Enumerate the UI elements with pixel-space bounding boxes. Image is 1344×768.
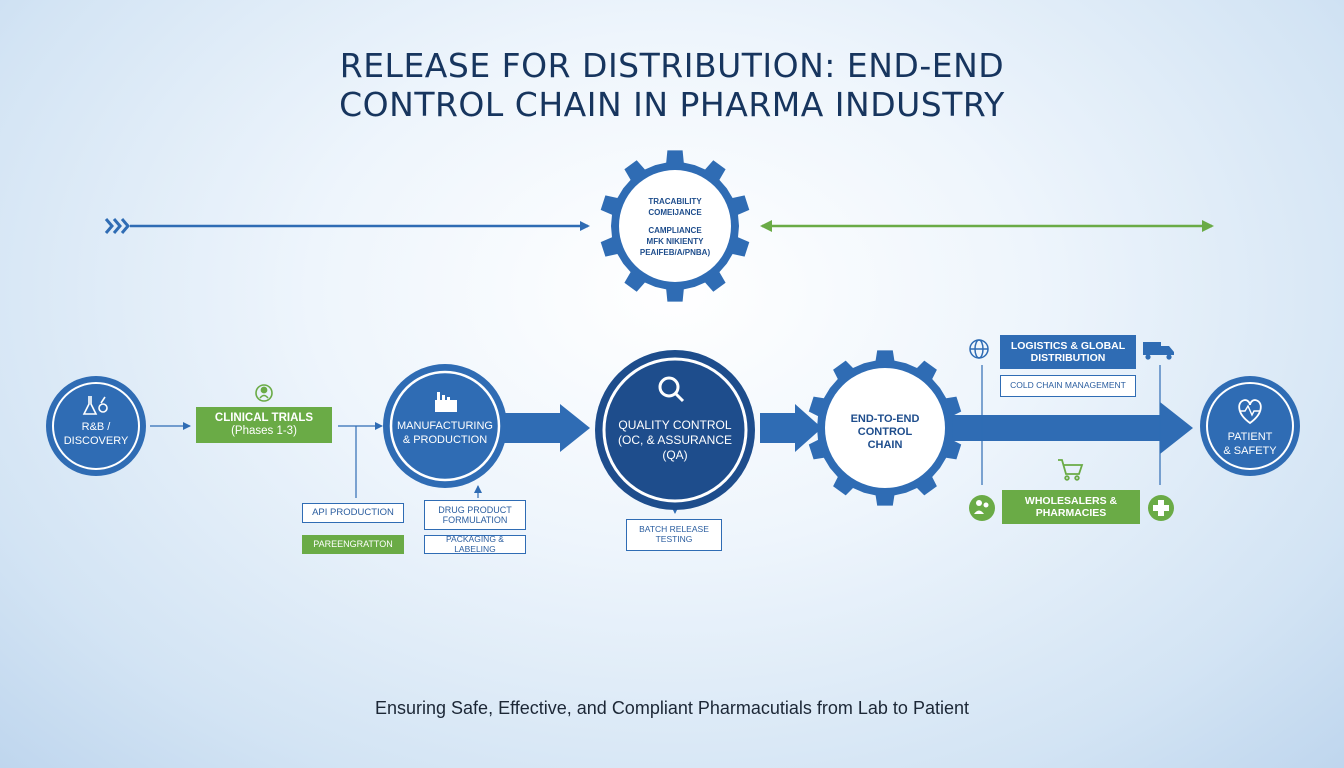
wholesalers-box: WHOLESALERS & PHARMACIES [1002, 490, 1140, 524]
patient-label-2: & SAFETY [1223, 445, 1277, 457]
globe-icon [969, 339, 989, 359]
main-flow-arrow [950, 402, 1193, 454]
cart-icon [1058, 459, 1084, 481]
rd-circle [46, 376, 146, 476]
subtitle: Ensuring Safe, Effective, and Compliant … [375, 698, 969, 718]
gear-text-5: PEAIFEB/A/PNBA) [639, 248, 711, 257]
wholesalers-line-1: WHOLESALERS & [1024, 494, 1118, 507]
flask-icon [82, 396, 108, 415]
qc-label-2: (OC, & ASSURANCE [617, 433, 733, 447]
batch-release-box: BATCH RELEASE TESTING [626, 519, 722, 551]
heart-pulse-icon [1238, 399, 1262, 425]
truck-icon [1143, 342, 1174, 360]
rd-label-2: DISCOVERY [63, 435, 129, 447]
drug-product-box: DRUG PRODUCT FORMULATION [424, 500, 526, 530]
clinical-phases-label: (Phases 1-3) [231, 425, 297, 437]
clinical-trials-label: CLINICAL TRIALS [214, 411, 314, 424]
excipient-box: PAREENGRATTON [302, 535, 404, 554]
compliance-gear [600, 150, 750, 302]
logistics-line-1: LOGISTICS & GLOBAL [1010, 339, 1126, 352]
factory-icon [435, 392, 457, 412]
batch-release-line-2: TESTING [655, 534, 693, 544]
patient-circle [1200, 376, 1300, 476]
gear-text-4: MFK NIKIENTY [646, 237, 704, 246]
medical-cross-icon [1148, 495, 1174, 521]
chain-label-1: END-TO-END [850, 413, 920, 425]
batch-release-line-1: BATCH RELEASE [639, 524, 709, 535]
person-icon [255, 384, 273, 402]
cold-chain-box: COLD CHAIN MANAGEMENT [1000, 375, 1136, 397]
gear-text-2: COMEIJANCE [648, 208, 702, 217]
people-icon [969, 495, 995, 521]
patient-label-1: PATIENT [1227, 431, 1273, 443]
wholesalers-line-2: PHARMACIES [1035, 507, 1107, 519]
clinical-trials-box: CLINICAL TRIALS (Phases 1-3) [196, 407, 332, 443]
chain-label-3: CHAIN [867, 439, 903, 451]
magnifier-icon [658, 376, 685, 403]
manufacturing-circle [383, 364, 507, 488]
qc-label-3: (QA) [662, 448, 688, 462]
top-left-chevron-icon [104, 218, 130, 234]
control-chain-gear [808, 350, 962, 506]
manufacturing-label-2: & PRODUCTION [402, 434, 488, 446]
title-line-1: RELEASE FOR DISTRIBUTION: END-END [339, 46, 1005, 85]
chain-label-2: CONTROL [857, 426, 913, 438]
drug-product-line-1: DRUG PRODUCT [438, 504, 512, 515]
rd-label-1: R&B / [81, 421, 111, 433]
arrow-qc-to-chain [760, 404, 822, 452]
title-line-2: CONTROL CHAIN IN PHARMA INDUSTRY [339, 85, 1005, 124]
gear-text-3: CAMPLIANCE [648, 226, 702, 235]
arrow-mfg-to-qc [498, 404, 590, 452]
logistics-line-2: DISTRIBUTION [1030, 352, 1106, 364]
qc-label-1: QUALITY CONTROL [618, 418, 732, 432]
gear-text-1: TRACABILITY [648, 197, 702, 206]
drug-product-line-2: FORMULATION [442, 515, 508, 525]
api-production-box: API PRODUCTION [302, 503, 404, 523]
quality-control-circle [595, 350, 755, 510]
manufacturing-label-1: MANUFACTURING [397, 420, 493, 432]
logistics-box: LOGISTICS & GLOBAL DISTRIBUTION [1000, 335, 1136, 369]
packaging-box: PACKAGING & LABELING [424, 534, 526, 554]
